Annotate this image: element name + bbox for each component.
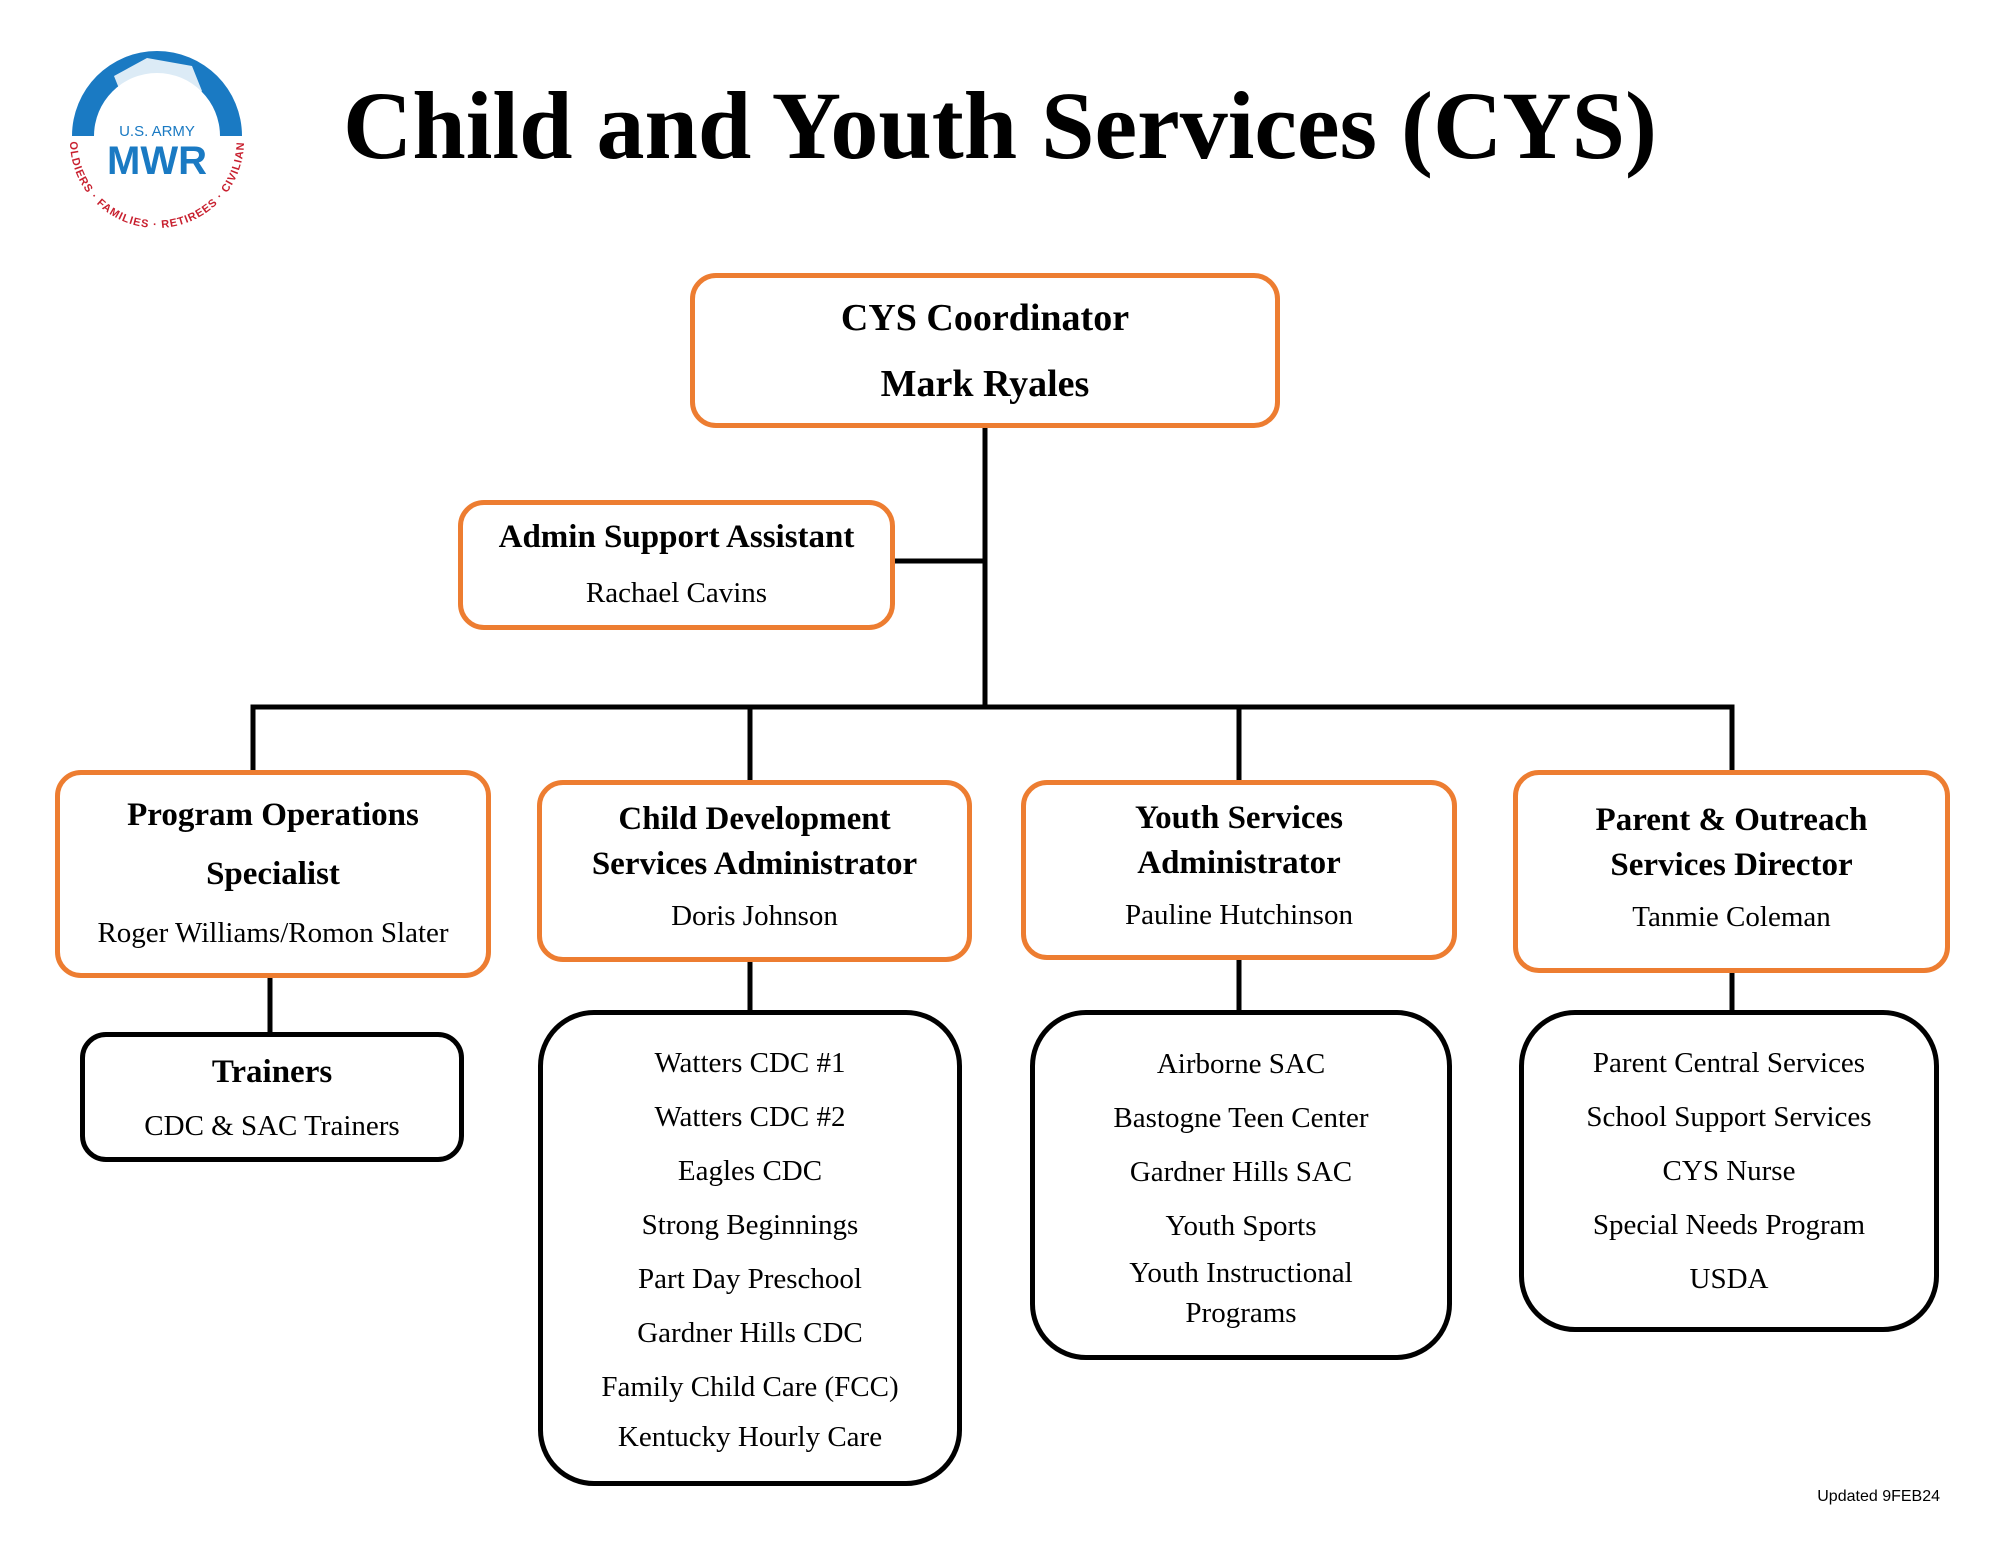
trainers-title: Trainers [211, 1054, 333, 1090]
logo-mwr-label: MWR [107, 139, 207, 183]
program-item: Eagles CDC [677, 1155, 823, 1187]
dept-title-line: Services Director [1610, 846, 1853, 883]
dept-title-line: Parent & Outreach [1595, 801, 1868, 838]
program-item: USDA [1689, 1263, 1769, 1295]
coordinator-name: Mark Ryales [880, 362, 1090, 405]
dept-title-line: Child Development [618, 801, 891, 837]
coordinator-title: CYS Coordinator [840, 296, 1130, 339]
admin-name: Rachael Cavins [585, 577, 768, 609]
program-item: Kentucky Hourly Care [617, 1421, 883, 1453]
dept-title-line: Administrator [1137, 845, 1341, 881]
program-item: Strong Beginnings [641, 1209, 859, 1241]
dept-person-name: Doris Johnson [671, 900, 838, 932]
dept-child-development-box: Child Development Services Administrator… [537, 780, 972, 962]
dept-title-line: Specialist [206, 855, 340, 892]
youth-services-programs-box: Airborne SAC Bastogne Teen Center Gardne… [1030, 1010, 1452, 1360]
logo-army-label: U.S. ARMY [119, 123, 195, 140]
admin-box: Admin Support Assistant Rachael Cavins [458, 500, 895, 630]
program-item: Gardner Hills SAC [1129, 1156, 1353, 1188]
program-item: Gardner Hills CDC [637, 1317, 863, 1349]
dept-title-line: Services Administrator [591, 846, 918, 882]
child-development-programs-box: Watters CDC #1 Watters CDC #2 Eagles CDC… [538, 1010, 962, 1486]
dept-title-line: Youth Services [1134, 800, 1344, 836]
program-item: Family Child Care (FCC) [601, 1371, 899, 1403]
dept-person-name: Tanmie Coleman [1632, 900, 1831, 933]
program-item: Programs [1185, 1297, 1297, 1329]
program-item: CYS Nurse [1662, 1155, 1796, 1187]
dept-person-name: Pauline Hutchinson [1125, 899, 1353, 931]
dept-person-name: Roger Williams/Romon Slater [97, 916, 449, 949]
dept-program-operations-box: Program Operations Specialist Roger Will… [55, 770, 491, 978]
globe-icon [72, 51, 242, 136]
program-item: Youth Sports [1165, 1210, 1317, 1242]
page-title: Child and Youth Services (CYS) [343, 72, 1657, 179]
program-item: School Support Services [1586, 1101, 1872, 1133]
program-item: Special Needs Program [1592, 1209, 1866, 1241]
dept-title-line: Program Operations [127, 796, 419, 833]
parent-outreach-programs-box: Parent Central Services School Support S… [1519, 1010, 1939, 1332]
program-item: Watters CDC #1 [654, 1047, 846, 1079]
program-item: Part Day Preschool [638, 1263, 862, 1295]
dept-youth-services-box: Youth Services Administrator Pauline Hut… [1021, 780, 1457, 960]
coordinator-box: CYS Coordinator Mark Ryales [690, 273, 1280, 428]
admin-title: Admin Support Assistant [498, 519, 855, 555]
program-item: Watters CDC #2 [654, 1101, 846, 1133]
program-item: Bastogne Teen Center [1113, 1102, 1369, 1134]
program-item: Parent Central Services [1592, 1047, 1866, 1079]
trainers-box: Trainers CDC & SAC Trainers [80, 1032, 464, 1162]
us-army-mwr-logo: U.S. ARMY MWR SOLDIERS · FAMILIES · RETI… [52, 36, 246, 231]
continent-shape [114, 58, 202, 128]
program-item: Youth Instructional [1129, 1257, 1353, 1289]
dept-parent-outreach-box: Parent & Outreach Services Director Tanm… [1513, 770, 1950, 973]
trainers-item: CDC & SAC Trainers [144, 1110, 400, 1142]
program-item: Airborne SAC [1156, 1048, 1326, 1080]
updated-date-label: Updated 9FEB24 [1817, 1488, 1940, 1505]
